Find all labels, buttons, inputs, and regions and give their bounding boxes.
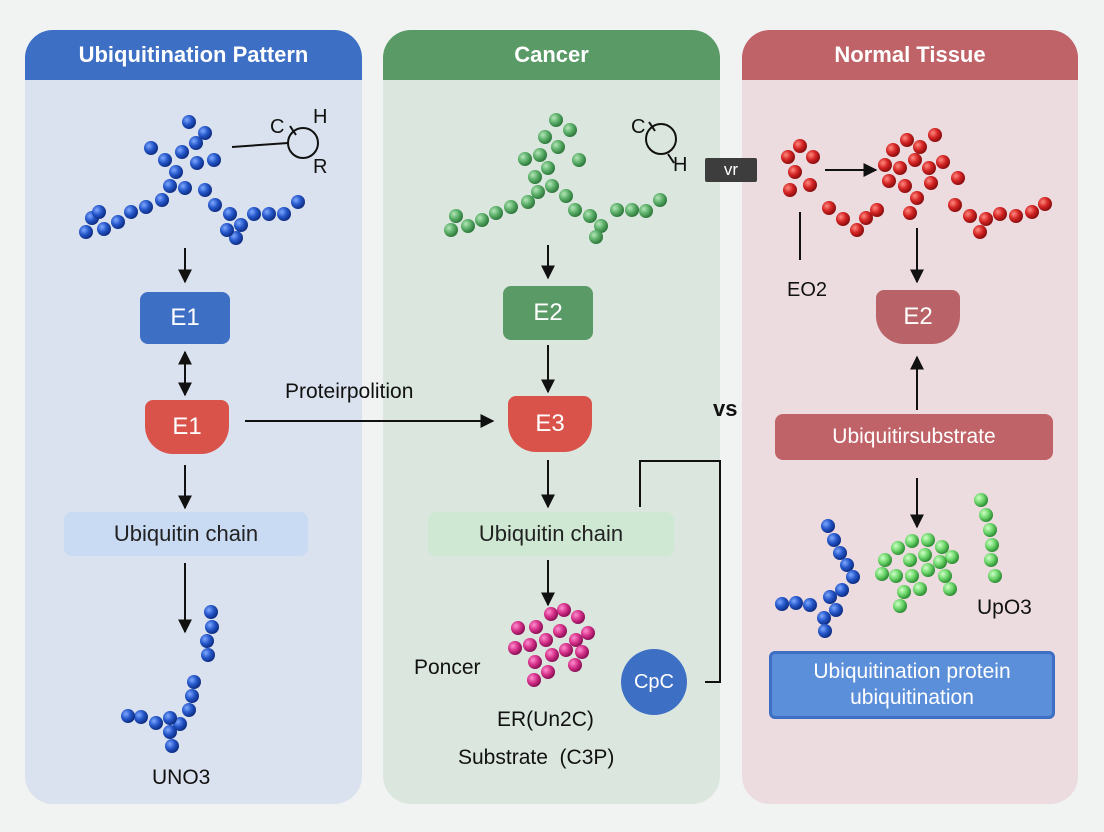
e3-box: E3 <box>508 396 592 452</box>
ubiquitin-chain-bar-left: Ubiquitin chain <box>64 512 308 556</box>
chemical-ring-middle <box>645 121 677 164</box>
ring-label-h-mid: H <box>673 154 688 176</box>
e2-box-cancer: E2 <box>503 286 593 340</box>
ring-label-h: H <box>313 106 328 128</box>
blue-molecule-right <box>775 519 860 638</box>
green-protein-cluster <box>875 533 959 613</box>
upo3-label: UpO3 <box>977 596 1032 619</box>
green-molecule-top <box>444 113 667 244</box>
eo2-label: EO2 <box>787 279 828 301</box>
ring-label-r: R <box>313 156 328 178</box>
blue-molecule-top <box>79 115 305 245</box>
e1-box-bottom: E1 <box>145 400 229 454</box>
cpc-circle: CpC <box>621 649 687 715</box>
red-molecule-right <box>878 128 1052 239</box>
magenta-protein-cluster <box>508 603 595 687</box>
poncer-label: Poncer <box>414 656 481 679</box>
ubiquitirsubstrate-bar: Ubiquitirsubstrate <box>775 414 1053 460</box>
vr-tag: vr <box>705 158 757 182</box>
feedback-connector <box>639 460 721 683</box>
ubiquitination-protein-line1: Ubiquitination protein <box>813 660 1011 683</box>
substrate-label: Substrate (C3P) <box>458 746 615 769</box>
chemical-ring-left <box>231 125 319 159</box>
proteirpolition-label: Proteirpolition <box>285 380 414 403</box>
red-molecule-left <box>781 139 884 237</box>
vs-label: vs <box>713 396 738 421</box>
blue-molecule-bottom <box>121 605 219 753</box>
uno3-label: UNO3 <box>152 766 211 789</box>
e2-box-normal: E2 <box>876 290 960 344</box>
green-chain-short <box>974 493 1002 583</box>
ring-label-c: C <box>270 116 285 138</box>
panel-title-normal-tissue: Normal Tissue <box>742 30 1078 80</box>
ubiquitination-protein-line2: ubiquitination <box>850 686 974 709</box>
e1-box-top: E1 <box>140 292 230 344</box>
ring-label-c-mid: C <box>631 116 646 138</box>
ubiquitin-chain-bar-middle: Ubiquitin chain <box>428 512 674 556</box>
panel-title-cancer: Cancer <box>383 30 720 80</box>
er-label: ER(Un2C) <box>497 708 594 731</box>
ubiquitination-protein-box: Ubiquitination protein ubiquitination <box>769 651 1055 719</box>
panel-title-ubiquitination-pattern: Ubiquitination Pattern <box>25 30 362 80</box>
